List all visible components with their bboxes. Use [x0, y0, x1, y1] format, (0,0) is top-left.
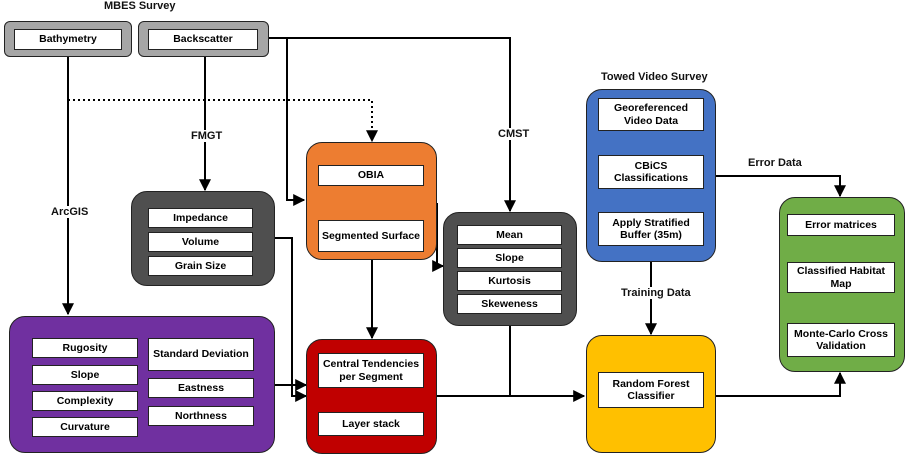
- impedance-box[interactable]: Impedance: [148, 208, 253, 228]
- video-to-output-arrow: [716, 175, 846, 198]
- complexity-box[interactable]: Complexity: [32, 391, 138, 411]
- central-tendencies-box[interactable]: Central Tendencies per Segment: [318, 353, 424, 388]
- backscatter-to-obia-arrow: [286, 38, 306, 206]
- arcgis-label: ArcGIS: [49, 206, 91, 218]
- error-data-label: Error Data: [748, 157, 802, 169]
- curvature-box[interactable]: Curvature: [32, 417, 138, 437]
- monte-carlo-box[interactable]: Monte-Carlo Cross Validation: [787, 323, 895, 357]
- standard-deviation-box[interactable]: Standard Deviation: [148, 338, 254, 371]
- backscatter-box[interactable]: Backscatter: [148, 29, 258, 50]
- mean-box[interactable]: Mean: [457, 225, 562, 245]
- kurtosis-box[interactable]: Kurtosis: [457, 271, 562, 291]
- skewness-box[interactable]: Skeweness: [457, 294, 562, 314]
- georeferenced-video-box[interactable]: Georeferenced Video Data: [598, 98, 704, 131]
- rf-to-output-arrow: [716, 371, 846, 397]
- cbics-classifications-box[interactable]: CBiCS Classifications: [598, 155, 704, 189]
- random-forest-box[interactable]: Random Forest Classifier: [598, 372, 704, 408]
- grain-size-box[interactable]: Grain Size: [148, 256, 253, 276]
- segmented-to-cmst-arrow: [432, 203, 445, 272]
- slope-arcgis-box[interactable]: Slope: [32, 365, 138, 385]
- fmgt-label: FMGT: [189, 130, 225, 142]
- cmst-label: CMST: [496, 128, 532, 140]
- rugosity-box[interactable]: Rugosity: [32, 338, 138, 358]
- layer-stack-box[interactable]: Layer stack: [318, 412, 424, 436]
- volume-box[interactable]: Volume: [148, 232, 253, 252]
- slope-cmst-box[interactable]: Slope: [457, 248, 562, 268]
- classified-habitat-map-box[interactable]: Classified Habitat Map: [787, 262, 895, 293]
- bathymetry-box[interactable]: Bathymetry: [14, 29, 122, 50]
- obia-box[interactable]: OBIA: [318, 165, 424, 186]
- towed-video-title: Towed Video Survey: [601, 71, 708, 83]
- eastness-box[interactable]: Eastness: [148, 378, 254, 398]
- error-matrices-box[interactable]: Error matrices: [787, 214, 895, 236]
- training-data-label: Training Data: [619, 287, 693, 299]
- mbes-survey-title: MBES Survey: [104, 0, 176, 12]
- fmgt-to-central-arrow: [275, 237, 308, 402]
- backscatter-to-cmst-arrow: [258, 37, 516, 213]
- stratified-buffer-box[interactable]: Apply Stratified Buffer (35m): [598, 212, 704, 246]
- bathymetry-to-obia-dotted-arrow: [68, 99, 378, 143]
- segmented-surface-box[interactable]: Segmented Surface: [318, 220, 424, 252]
- northness-box[interactable]: Northness: [148, 406, 254, 426]
